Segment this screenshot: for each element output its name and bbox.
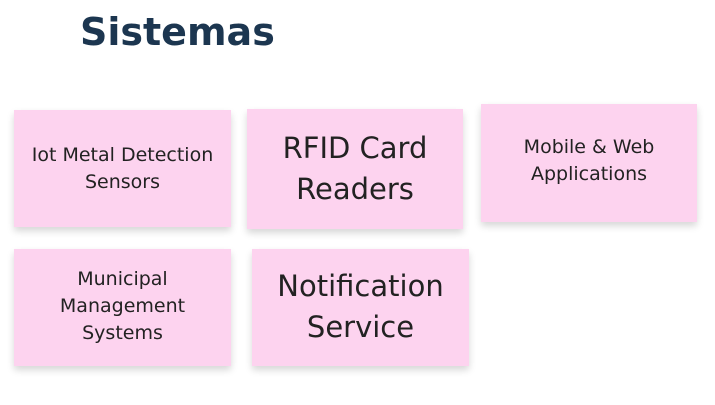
sticky-note-text: RFID Card Readers (282, 131, 428, 206)
sticky-note-rfid-readers[interactable]: RFID Card Readers (247, 109, 463, 229)
sticky-note-text: Notification Service (277, 269, 444, 344)
sticky-note-municipal-systems[interactable]: Municipal Management Systems (14, 249, 231, 366)
sticky-note-text: Iot Metal Detection Sensors (31, 143, 214, 193)
sticky-note-mobile-web-apps[interactable]: Mobile & Web Applications (481, 104, 697, 222)
sticky-note-text: Mobile & Web Applications (523, 136, 655, 185)
board-title: Sistemas (80, 10, 275, 54)
sticky-note-iot-sensors[interactable]: Iot Metal Detection Sensors (14, 110, 231, 227)
sticky-note-text: Municipal Management Systems (59, 268, 186, 344)
sticky-note-notification-service[interactable]: Notification Service (252, 249, 469, 366)
